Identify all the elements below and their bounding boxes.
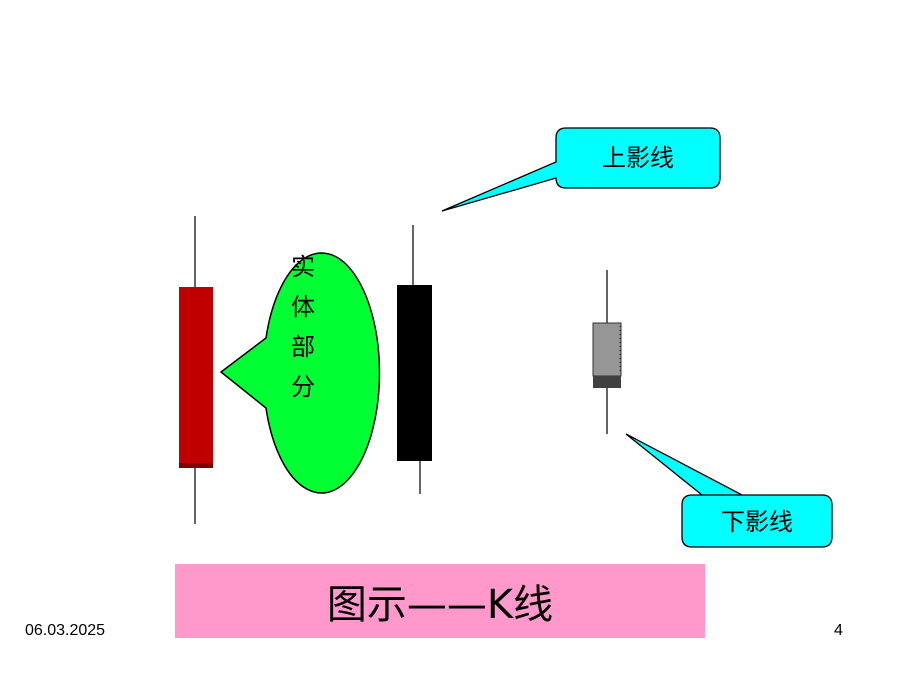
upper-shadow-callout: 上影线 xyxy=(441,127,721,212)
footer-date: 06.03.2025 xyxy=(25,622,106,639)
body-callout-char-4: 分 xyxy=(291,373,315,401)
upper-shadow-label: 上影线 xyxy=(602,144,674,172)
body-callout: 实 体 部 分 xyxy=(219,252,381,494)
gray-candle-body xyxy=(592,322,622,377)
caption-background xyxy=(175,564,705,638)
black-candle-body xyxy=(397,285,432,461)
body-callout-char-3: 部 xyxy=(291,333,315,361)
gray-candle-body-bottom xyxy=(593,376,621,388)
lower-shadow-callout-shape xyxy=(625,433,833,548)
page-number: 4 xyxy=(834,622,843,639)
red-candle-body xyxy=(179,287,213,463)
gray-candlestick xyxy=(592,270,622,434)
black-candlestick xyxy=(397,225,432,494)
lower-shadow-label: 下影线 xyxy=(721,508,793,536)
upper-shadow-callout-shape xyxy=(441,127,721,212)
lower-shadow-callout: 下影线 xyxy=(625,433,833,548)
red-candlestick xyxy=(179,216,213,524)
body-callout-char-2: 体 xyxy=(291,293,315,321)
diagram-caption: 图示——K线 xyxy=(326,582,554,628)
body-callout-shape xyxy=(219,252,381,494)
body-callout-char-1: 实 xyxy=(291,253,315,281)
